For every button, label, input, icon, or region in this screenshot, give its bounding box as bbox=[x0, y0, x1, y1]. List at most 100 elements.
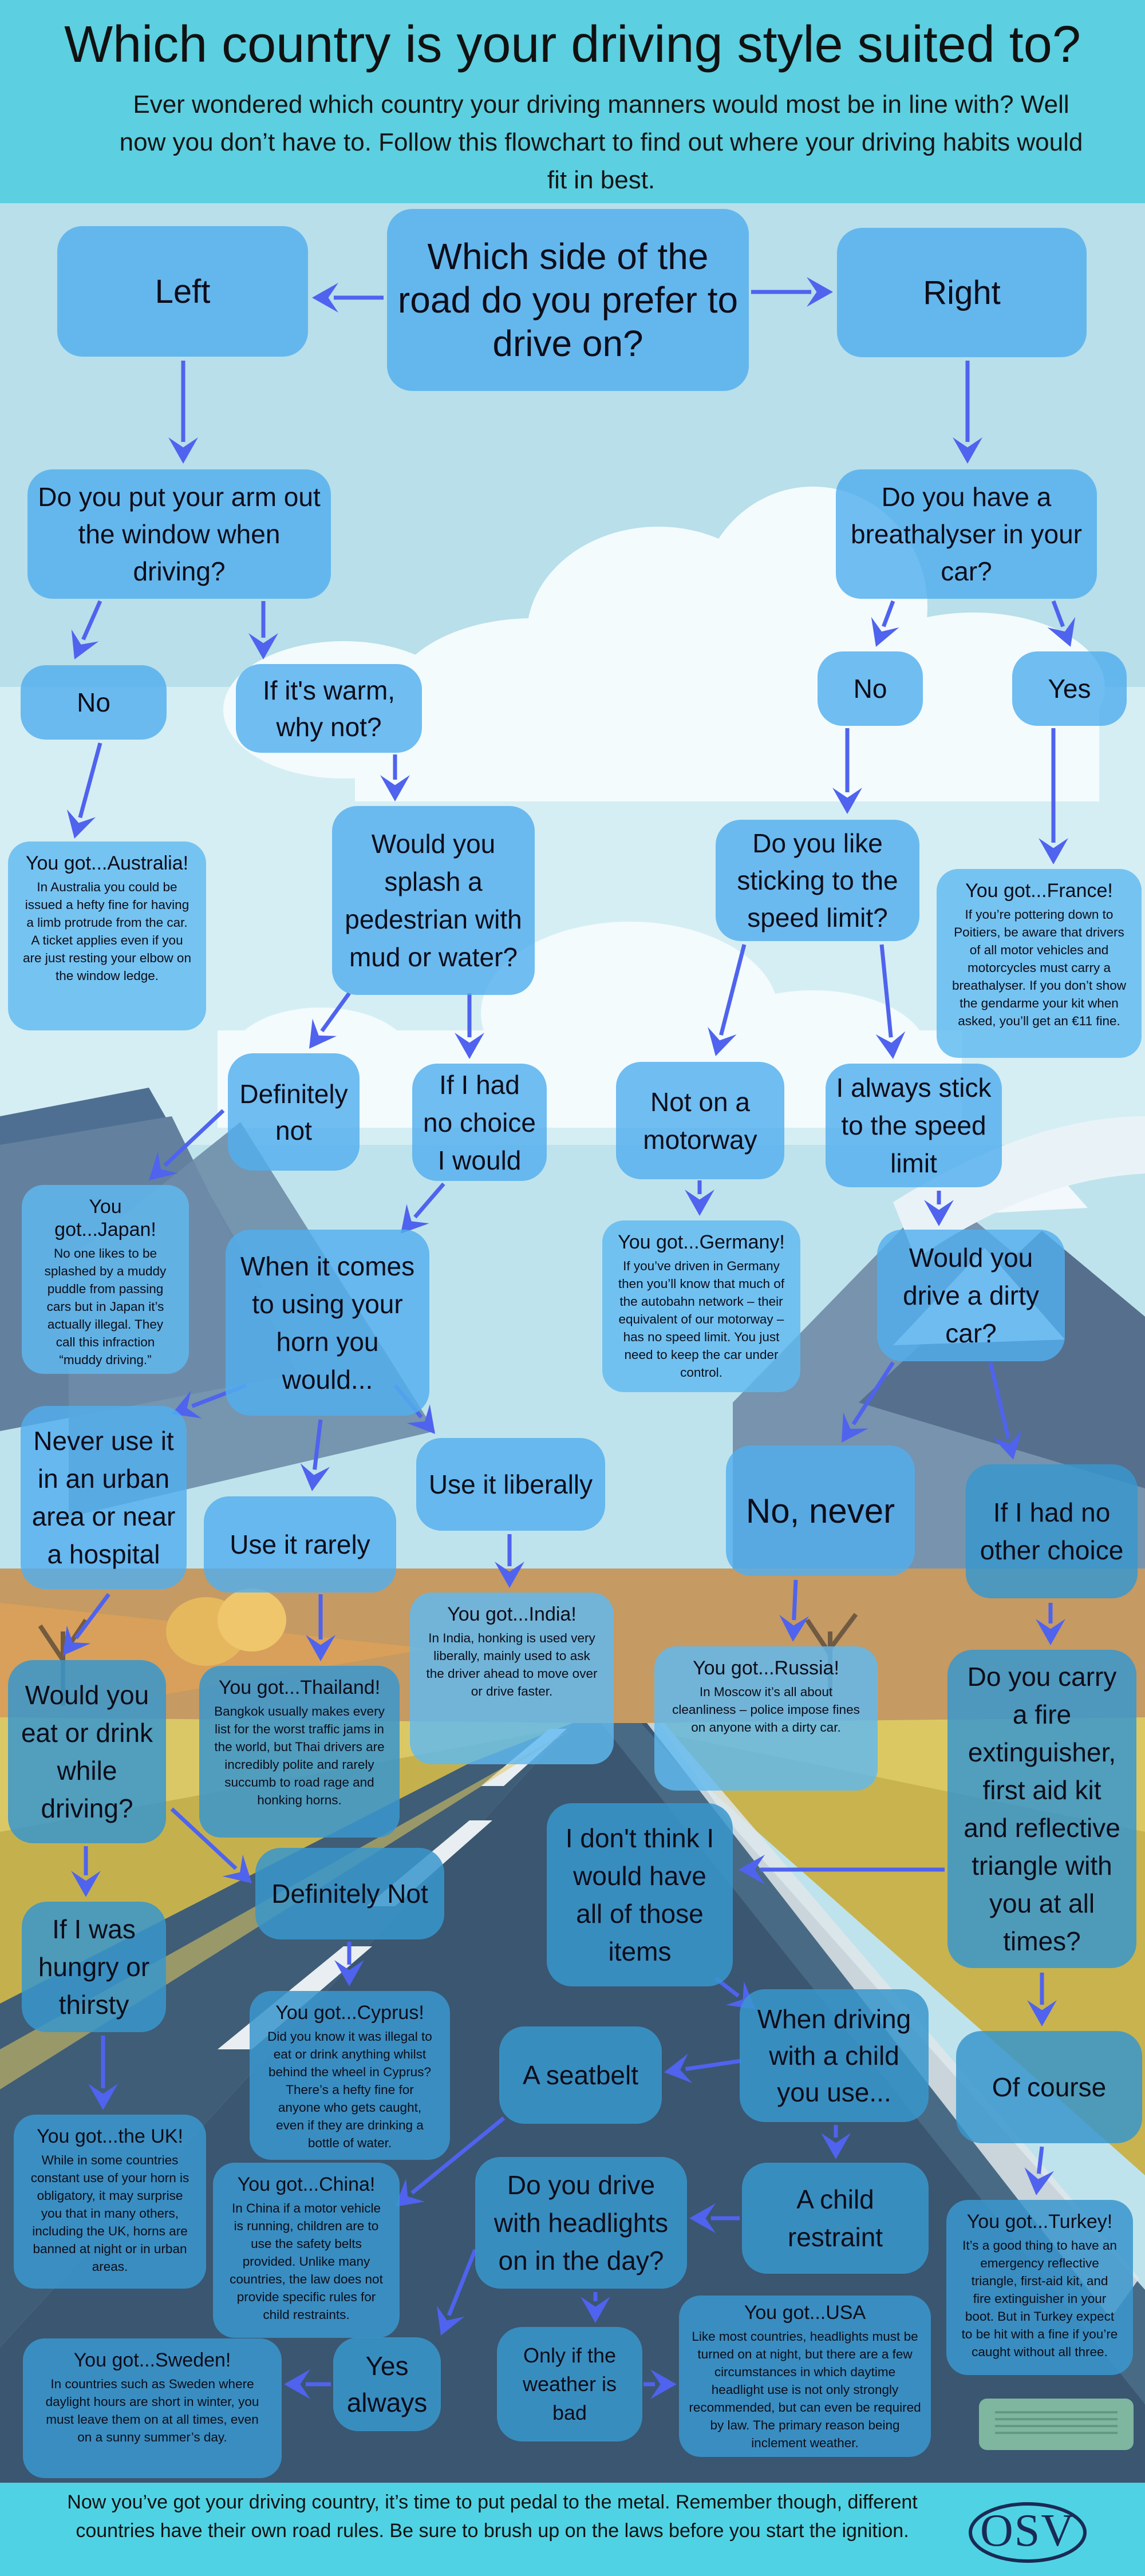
question-splash-pedestrian: Would you splash a pedestrian with mud o… bbox=[332, 806, 535, 995]
arrow-head bbox=[401, 1204, 429, 1234]
result-france-body: If you’re pottering down to Poitiers, be… bbox=[952, 907, 1126, 1028]
result-russia: You got...Russia! In Moscow it’s all abo… bbox=[654, 1646, 878, 1791]
flow-arrow-30 bbox=[1036, 1603, 1065, 1645]
result-sweden: You got...Sweden! In countries such as S… bbox=[23, 2338, 282, 2478]
arrow-head bbox=[779, 1614, 810, 1642]
arrow-head bbox=[312, 283, 338, 313]
question-child-restraint: When driving with a child you use... bbox=[740, 1989, 929, 2122]
flow-arrow-25 bbox=[988, 1362, 1022, 1460]
small-green-note-badge bbox=[979, 2399, 1134, 2450]
arrow-shaft bbox=[685, 2059, 742, 2071]
result-turkey-title: You got...Turkey! bbox=[966, 2211, 1113, 2233]
arrow-head bbox=[168, 437, 198, 464]
answer-headlights-bad-weather: Only if the weather is bad bbox=[497, 2327, 642, 2441]
flow-arrow-17 bbox=[149, 1109, 225, 1180]
result-germany: You got...Germany! If you’ve driven in G… bbox=[602, 1220, 800, 1392]
flow-arrow-13 bbox=[309, 991, 351, 1049]
arrow-shaft bbox=[320, 991, 351, 1033]
answer-horn-rarely: Use it rarely bbox=[204, 1496, 396, 1593]
arrow-head bbox=[300, 1463, 330, 1491]
arrow-head bbox=[406, 1404, 435, 1434]
flow-arrow-26 bbox=[495, 1534, 524, 1588]
answer-left: Left bbox=[57, 226, 308, 357]
flow-arrow-2 bbox=[751, 277, 833, 307]
result-australia-title: You got...Australia! bbox=[25, 852, 189, 874]
intro-text: Ever wondered which country your driving… bbox=[119, 90, 1083, 194]
answer-splash-no-choice: If I had no choice I would bbox=[412, 1064, 547, 1181]
arrow-shaft bbox=[170, 1807, 238, 1870]
flow-arrow-1 bbox=[312, 283, 384, 313]
result-uk: You got...the UK! While in some countrie… bbox=[14, 2115, 206, 2289]
flow-arrow-31 bbox=[170, 1807, 252, 1883]
answer-right: Right bbox=[837, 228, 1087, 357]
arrow-shaft bbox=[1036, 2146, 1044, 2174]
flow-arrow-34 bbox=[739, 1855, 945, 1884]
logo-ring-icon bbox=[969, 2502, 1087, 2563]
result-australia: You got...Australia! In Australia you co… bbox=[8, 841, 206, 1030]
answer-splash-definitely-not: Definitely not bbox=[228, 1053, 360, 1171]
arrow-shaft bbox=[988, 1362, 1010, 1439]
arrow-head bbox=[71, 1871, 101, 1897]
result-usa: You got...USA Like most countries, headl… bbox=[679, 2296, 931, 2457]
answer-dirty-never: No, never bbox=[726, 1445, 915, 1576]
result-thailand-body: Bangkok usually makes every list for the… bbox=[214, 1704, 385, 1807]
flow-arrow-16 bbox=[875, 944, 906, 1059]
result-thailand: You got...Thailand! Bangkok usually make… bbox=[199, 1666, 400, 1838]
answer-breath-yes: Yes bbox=[1012, 651, 1127, 726]
flow-arrow-9 bbox=[66, 742, 102, 839]
flow-arrow-38 bbox=[664, 2053, 742, 2083]
arrow-head bbox=[875, 1031, 906, 1059]
result-uk-title: You got...the UK! bbox=[37, 2125, 183, 2147]
flow-arrow-20 bbox=[924, 1191, 954, 1226]
flow-arrow-8 bbox=[1047, 600, 1076, 647]
arrow-head bbox=[88, 2084, 118, 2110]
result-china: You got...China! In China if a motor veh… bbox=[213, 2163, 400, 2338]
arrow-shaft bbox=[1051, 600, 1065, 627]
answer-speed-not-motorway: Not on a motorway bbox=[616, 1062, 784, 1179]
question-eat-drink: Would you eat or drink while driving? bbox=[8, 1660, 166, 1843]
arrow-head bbox=[248, 633, 278, 659]
page-title: Which country is your driving style suit… bbox=[64, 16, 1081, 73]
flow-arrow-3 bbox=[168, 361, 198, 464]
flow-arrow-18 bbox=[401, 1182, 445, 1234]
flow-arrow-43 bbox=[436, 2249, 477, 2336]
arrow-head bbox=[306, 1635, 335, 1661]
flow-arrow-37 bbox=[1027, 1973, 1057, 2026]
arrow-shaft bbox=[78, 742, 102, 819]
question-speed-limit: Do you like sticking to the speed limit? bbox=[716, 820, 919, 941]
answer-eat-definitely-not: Definitely Not bbox=[255, 1848, 444, 1939]
flow-arrow-28 bbox=[306, 1594, 335, 1661]
flow-arrow-44 bbox=[581, 2292, 610, 2323]
logo-text: OSV bbox=[980, 2506, 1076, 2556]
arrow-shaft bbox=[410, 2116, 506, 2195]
arrow-head bbox=[821, 2133, 851, 2159]
osv-logo: OSV bbox=[966, 2499, 1089, 2565]
result-japan-body: No one likes to be splashed by a muddy p… bbox=[44, 1246, 167, 1367]
result-germany-title: You got...Germany! bbox=[618, 1231, 785, 1253]
arrow-head bbox=[832, 788, 862, 814]
flow-arrow-45 bbox=[284, 2369, 331, 2399]
arrow-shaft bbox=[163, 1109, 225, 1167]
answer-horn-never-urban: Never use it in an urban area or near a … bbox=[21, 1406, 187, 1589]
arrow-shaft bbox=[882, 600, 895, 627]
result-cyprus-body: Did you know it was illegal to eat or dr… bbox=[267, 2029, 432, 2150]
arrow-head bbox=[309, 1018, 337, 1049]
arrow-head bbox=[842, 1412, 868, 1443]
arrow-head bbox=[63, 1625, 91, 1656]
arrow-head bbox=[1039, 838, 1068, 864]
arrow-head bbox=[222, 1854, 252, 1883]
arrow-head bbox=[953, 437, 982, 464]
result-japan: You got...Japan! No one likes to be spla… bbox=[22, 1185, 189, 1374]
result-sweden-title: You got...Sweden! bbox=[73, 2349, 231, 2371]
flow-arrow-32 bbox=[71, 1846, 101, 1897]
arrow-head bbox=[71, 629, 99, 659]
flow-arrow-33 bbox=[334, 1942, 364, 1986]
flow-arrow-42 bbox=[689, 2203, 740, 2233]
result-russia-title: You got...Russia! bbox=[693, 1657, 839, 1679]
arrow-shaft bbox=[851, 1361, 895, 1425]
arrow-head bbox=[1024, 2167, 1055, 2195]
arrow-head bbox=[284, 2369, 310, 2399]
answer-horn-liberally: Use it liberally bbox=[416, 1438, 605, 1531]
arrow-shaft bbox=[81, 600, 102, 641]
arrow-shaft bbox=[879, 944, 893, 1038]
